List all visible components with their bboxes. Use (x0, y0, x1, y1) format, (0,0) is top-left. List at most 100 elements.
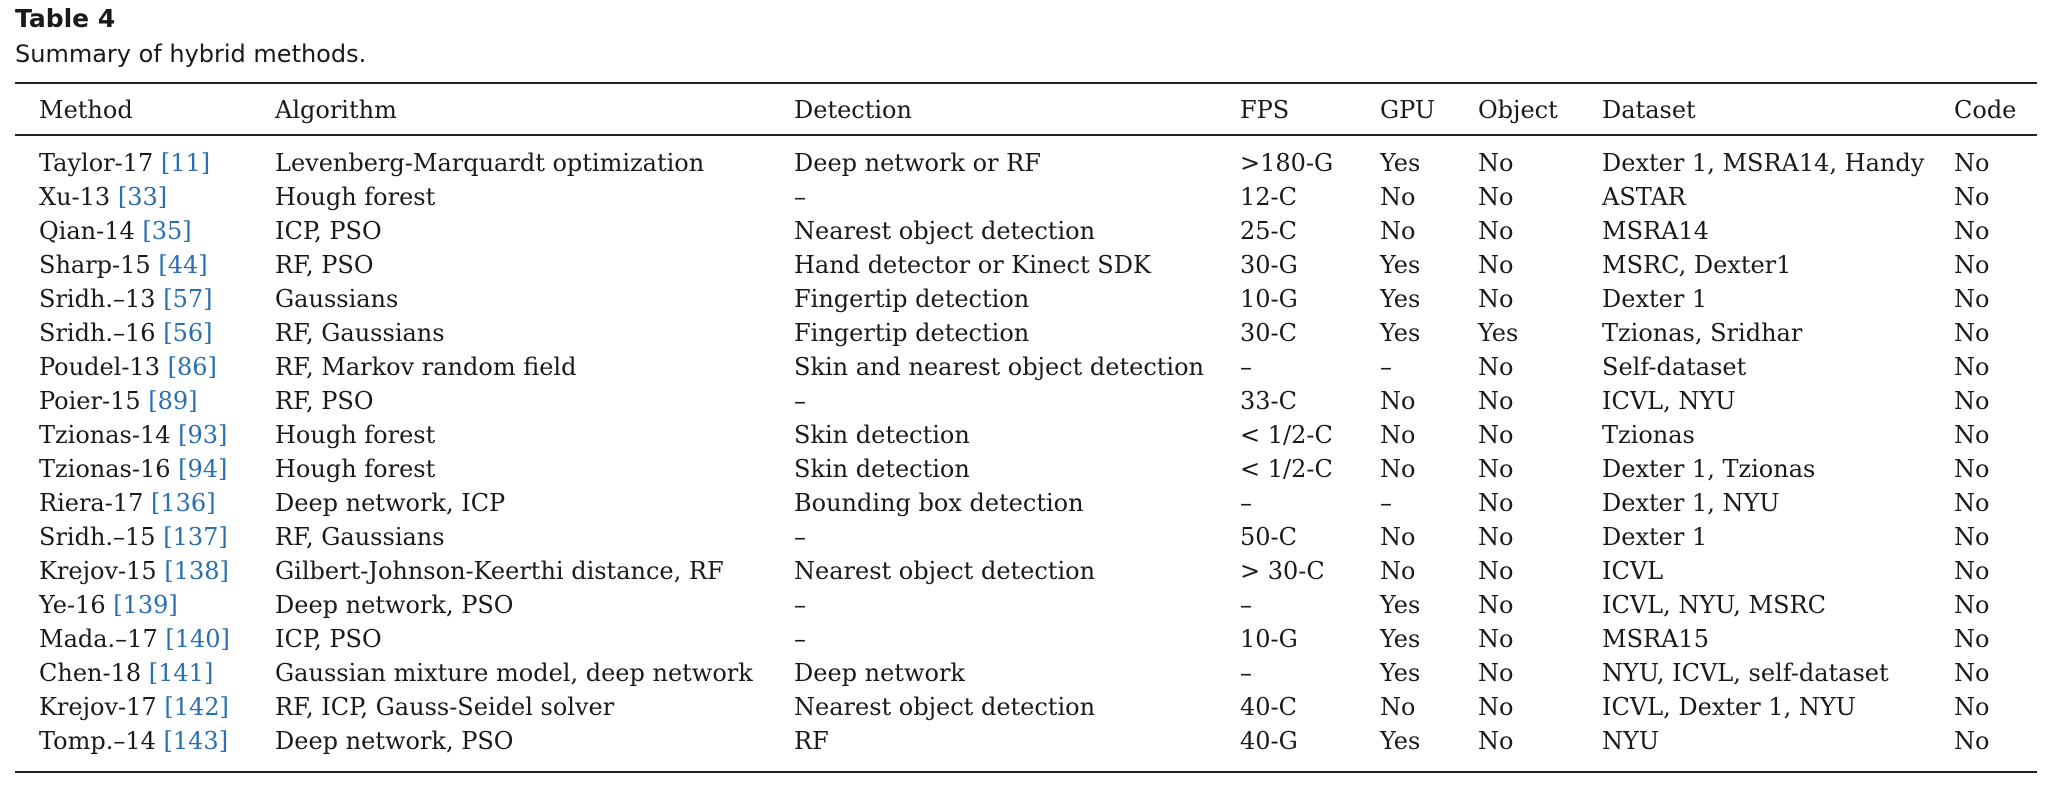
reference-link[interactable]: [94] (178, 455, 228, 483)
reference-link[interactable]: [137] (163, 523, 228, 551)
code-cell: No (1954, 455, 1990, 483)
gpu-cell: Yes (1380, 319, 1421, 347)
detection-cell: Fingertip detection (794, 319, 1030, 347)
detection-cell: Skin detection (794, 455, 970, 483)
method-cell: Sridh.–13 [57] (39, 282, 212, 316)
algorithm-cell: RF, Gaussians (275, 319, 445, 347)
dataset-cell: Dexter 1, NYU (1602, 489, 1780, 517)
table-row: Poudel-13 [86] RF, Markov random field S… (15, 350, 2037, 384)
object-cell: No (1478, 455, 1514, 483)
dataset-cell: Dexter 1 (1602, 285, 1708, 313)
reference-link[interactable]: [142] (164, 693, 229, 721)
code-cell: No (1954, 319, 1990, 347)
dataset-cell: MSRA14 (1602, 217, 1709, 245)
reference-link[interactable]: [141] (148, 659, 214, 687)
fps-cell: 40-G (1240, 727, 1298, 755)
method-name: Ye-16 (39, 591, 106, 619)
method-name: Sridh.–15 (39, 523, 156, 551)
method-name: Sharp-15 (39, 251, 151, 279)
reference-link[interactable]: [86] (167, 353, 217, 381)
method-name: Xu-13 (39, 183, 111, 211)
gpu-cell: No (1380, 455, 1416, 483)
header-method: Method (39, 96, 133, 124)
dataset-cell: Tzionas (1602, 421, 1695, 449)
object-cell: No (1478, 251, 1514, 279)
detection-cell: RF (794, 727, 829, 755)
detection-cell: Fingertip detection (794, 285, 1030, 313)
object-cell: No (1478, 285, 1514, 313)
reference-link[interactable]: [93] (178, 421, 228, 449)
method-name: Tomp.–14 (39, 727, 156, 755)
reference-link[interactable]: [138] (164, 557, 229, 585)
reference-link[interactable]: [56] (163, 319, 213, 347)
gpu-cell: Yes (1380, 251, 1421, 279)
method-cell: Tzionas-14 [93] (39, 418, 227, 452)
object-cell: No (1478, 625, 1514, 653)
dataset-cell: Dexter 1, MSRA14, Handy (1602, 149, 1925, 177)
object-cell: No (1478, 353, 1514, 381)
header-fps: FPS (1240, 96, 1290, 124)
object-cell: No (1478, 489, 1514, 517)
gpu-cell: – (1380, 489, 1392, 517)
object-cell: No (1478, 727, 1514, 755)
table-header-row: Method Algorithm Detection FPS GPU Objec… (15, 93, 2037, 127)
method-name: Tzionas-16 (39, 455, 171, 483)
reference-link[interactable]: [44] (158, 251, 208, 279)
detection-cell: Deep network or RF (794, 149, 1041, 177)
dataset-cell: ICVL, NYU, MSRC (1602, 591, 1826, 619)
algorithm-cell: Gaussians (275, 285, 399, 313)
reference-link[interactable]: [35] (142, 217, 192, 245)
reference-link[interactable]: [89] (148, 387, 198, 415)
detection-cell: – (794, 523, 806, 551)
header-rule (15, 134, 2037, 136)
fps-cell: 10-G (1240, 625, 1298, 653)
detection-cell: – (794, 591, 806, 619)
fps-cell: < 1/2-C (1240, 421, 1333, 449)
algorithm-cell: Deep network, PSO (275, 591, 514, 619)
code-cell: No (1954, 285, 1990, 313)
gpu-cell: Yes (1380, 727, 1421, 755)
method-name: Poier-15 (39, 387, 141, 415)
fps-cell: – (1240, 489, 1252, 517)
fps-cell: 30-C (1240, 319, 1298, 347)
detection-cell: Skin and nearest object detection (794, 353, 1204, 381)
fps-cell: 10-G (1240, 285, 1298, 313)
dataset-cell: Tzionas, Sridhar (1602, 319, 1803, 347)
dataset-cell: MSRC, Dexter1 (1602, 251, 1792, 279)
algorithm-cell: Levenberg-Marquardt optimization (275, 149, 705, 177)
reference-link[interactable]: [136] (151, 489, 216, 517)
reference-link[interactable]: [143] (163, 727, 229, 755)
dataset-cell: MSRA15 (1602, 625, 1709, 653)
detection-cell: – (794, 625, 806, 653)
table-row: Qian-14 [35] ICP, PSO Nearest object det… (15, 214, 2037, 248)
dataset-cell: NYU (1602, 727, 1660, 755)
object-cell: No (1478, 183, 1514, 211)
method-cell: Krejov-15 [138] (39, 554, 229, 588)
table-row: Sridh.–15 [137] RF, Gaussians – 50-C No … (15, 520, 2037, 554)
header-gpu: GPU (1380, 96, 1436, 124)
reference-link[interactable]: [33] (117, 183, 168, 211)
header-algorithm: Algorithm (275, 96, 397, 124)
table-row: Krejov-15 [138] Gilbert-Johnson-Keerthi … (15, 554, 2037, 588)
reference-link[interactable]: [140] (165, 625, 230, 653)
dataset-cell: Dexter 1, Tzionas (1602, 455, 1816, 483)
reference-link[interactable]: [57] (163, 285, 213, 313)
reference-link[interactable]: [139] (113, 591, 178, 619)
method-name: Tzionas-14 (39, 421, 171, 449)
algorithm-cell: Hough forest (275, 183, 436, 211)
method-name: Qian-14 (39, 217, 135, 245)
table-title: Table 4 (15, 4, 116, 33)
algorithm-cell: RF, ICP, Gauss-Seidel solver (275, 693, 615, 721)
code-cell: No (1954, 353, 1990, 381)
object-cell: No (1478, 557, 1514, 585)
method-cell: Krejov-17 [142] (39, 690, 229, 724)
table-row: Sridh.–16 [56] RF, Gaussians Fingertip d… (15, 316, 2037, 350)
fps-cell: – (1240, 353, 1252, 381)
code-cell: No (1954, 217, 1990, 245)
method-name: Riera-17 (39, 489, 144, 517)
fps-cell: 30-G (1240, 251, 1298, 279)
method-cell: Sharp-15 [44] (39, 248, 208, 282)
code-cell: No (1954, 557, 1990, 585)
method-cell: Poier-15 [89] (39, 384, 198, 418)
reference-link[interactable]: [11] (160, 149, 211, 177)
